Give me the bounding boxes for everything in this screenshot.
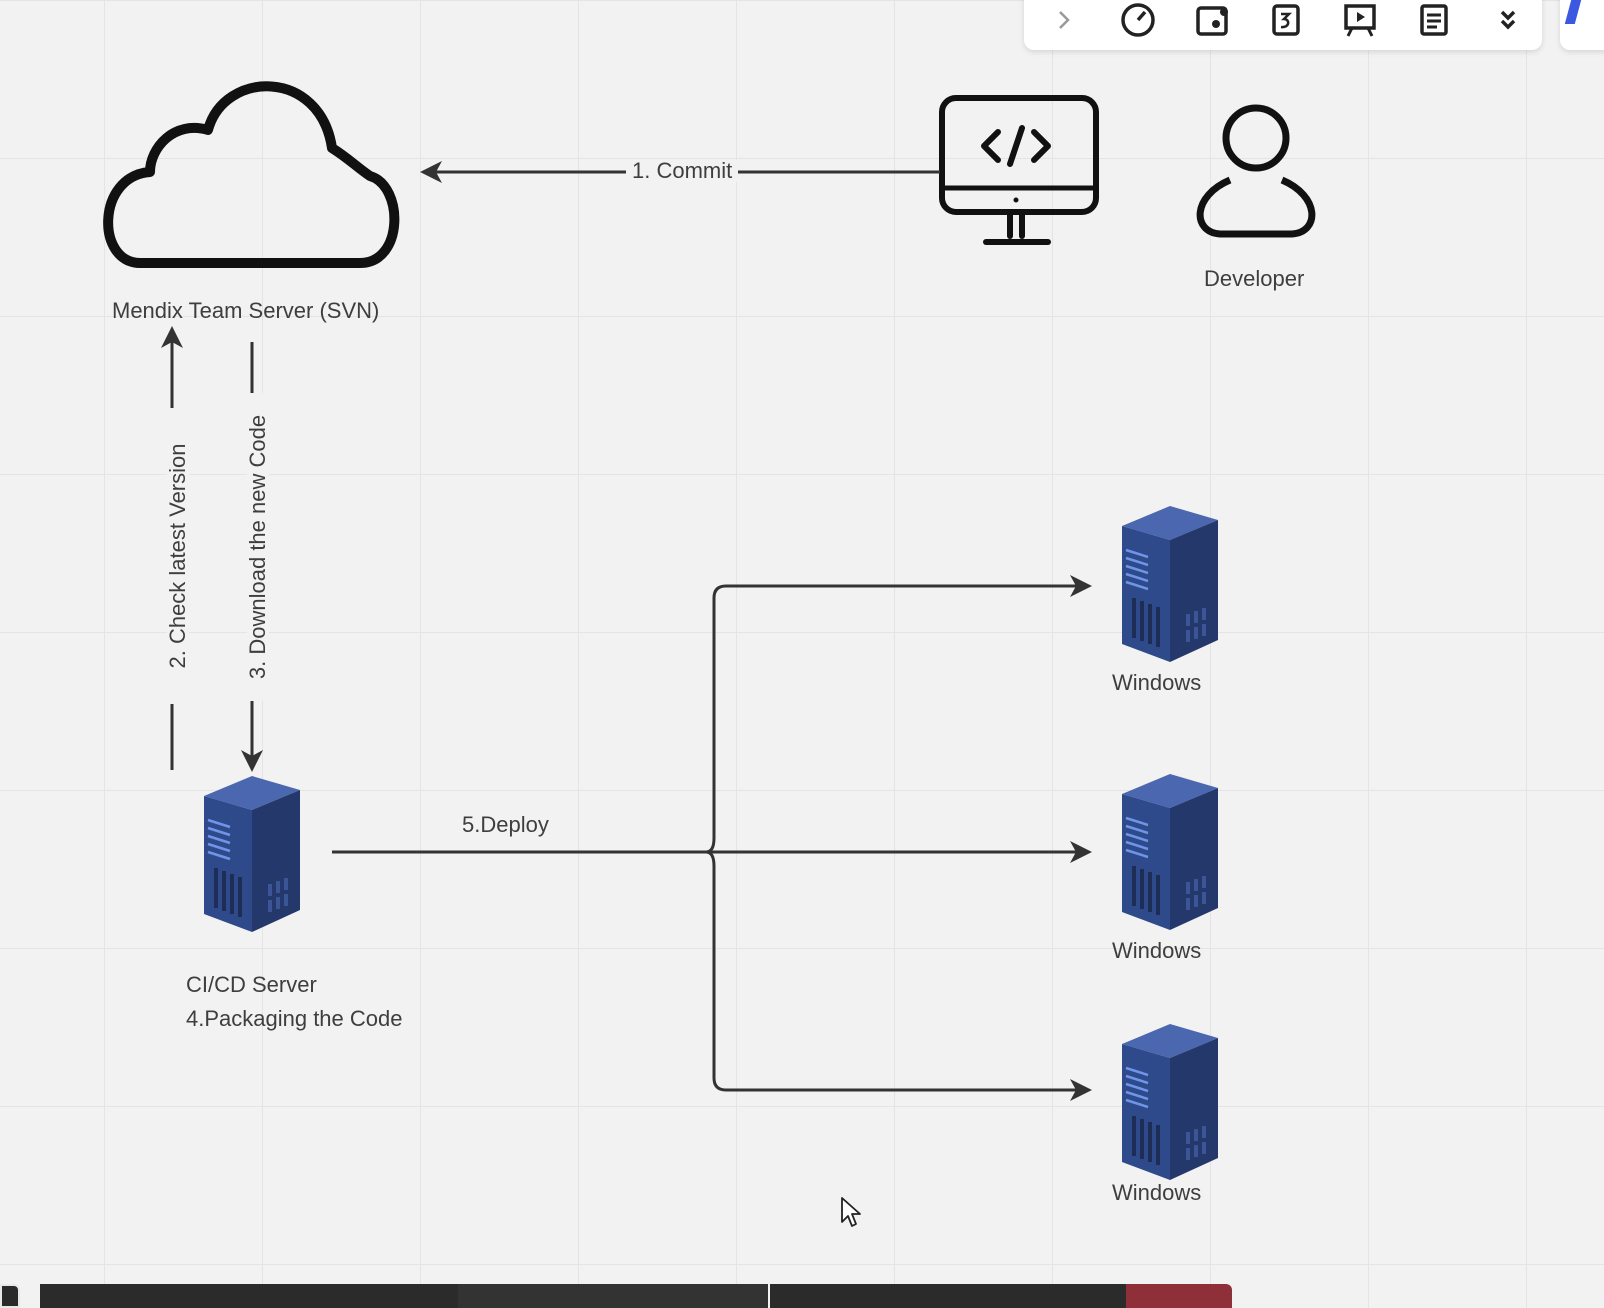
timer-icon[interactable]: [1120, 2, 1156, 38]
cicd-server-icon: [202, 774, 302, 934]
arrowhead: [161, 326, 183, 348]
windows-server-icon: [1120, 1022, 1220, 1182]
windows-label: Windows: [1112, 938, 1202, 963]
taskbar-item[interactable]: [458, 1284, 768, 1308]
download-code-label: 3. Download the new Code: [245, 393, 270, 701]
arrowhead: [1070, 575, 1092, 597]
brand-button[interactable]: [1560, 0, 1604, 50]
packaging-label: 4.Packaging the Code: [186, 1006, 403, 1031]
arrowhead: [241, 750, 263, 772]
chevron-double-down-icon[interactable]: [1490, 2, 1526, 38]
deploy-branch-bottom: [705, 850, 1080, 1092]
taskbar-start-button[interactable]: [0, 1284, 20, 1308]
taskbar-item[interactable]: [40, 1284, 458, 1308]
calendar-icon[interactable]: [1268, 2, 1304, 38]
arrowhead: [1070, 1079, 1092, 1101]
taskbar-item[interactable]: [770, 1284, 1126, 1308]
taskbar-item-active[interactable]: [1126, 1284, 1232, 1308]
code-monitor-icon: [939, 95, 1099, 245]
arrowhead: [1070, 841, 1092, 863]
cloud-icon: [103, 81, 400, 268]
chevron-right-icon[interactable]: [1046, 2, 1082, 38]
cicd-label: CI/CD Server: [186, 972, 317, 997]
windows-label: Windows: [1112, 1180, 1202, 1205]
deploy-branch-top: [705, 584, 1080, 854]
bottom-taskbar: [0, 1284, 1604, 1308]
commit-label: 1. Commit: [626, 160, 739, 182]
windows-label: Windows: [1112, 670, 1202, 695]
svn-label: Mendix Team Server (SVN): [112, 298, 380, 323]
windows-server-icon: [1120, 772, 1220, 932]
arrowhead: [420, 161, 442, 183]
check-version-label: 2. Check latest Version: [165, 408, 190, 704]
deploy-label: 5.Deploy: [462, 812, 549, 837]
developer-label: Developer: [1204, 266, 1305, 291]
person-icon: [1196, 104, 1316, 238]
brand-logo-icon: [1564, 0, 1582, 24]
card-icon[interactable]: [1194, 2, 1230, 38]
top-toolbar: [1024, 0, 1542, 50]
windows-server-icon: [1120, 504, 1220, 664]
document-icon[interactable]: [1416, 2, 1452, 38]
mouse-pointer-icon: [841, 1197, 861, 1227]
presentation-icon[interactable]: [1342, 2, 1378, 38]
